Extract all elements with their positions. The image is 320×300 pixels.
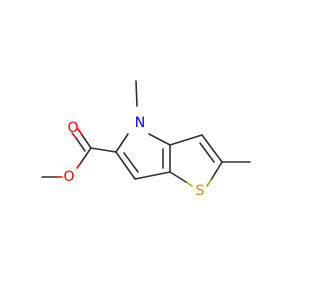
bond-s-c6a-tip <box>185 181 193 187</box>
bond-c3-c2 <box>201 134 223 163</box>
bond-n-c3a <box>148 133 171 146</box>
bond-c3-c2-double <box>199 142 215 163</box>
bond-c5-c6 <box>115 151 136 180</box>
atom-sulfur: S <box>196 183 205 199</box>
molecule-structure: N S O O <box>41 80 251 199</box>
bond-c-oester-tip <box>76 163 81 169</box>
bond-c2-s-tip <box>206 179 212 187</box>
bond-co-carbonyl-double <box>75 137 86 152</box>
bond-c5-carboxyl <box>90 147 117 153</box>
bond-n-methyl <box>135 80 138 107</box>
bond-c6-c6a <box>134 171 171 180</box>
atom-carbonyl-oxygen: O <box>67 120 78 136</box>
atom-ester-oxygen: O <box>63 169 74 185</box>
bond-c3a-c3 <box>169 134 203 146</box>
atom-nitrogen: N <box>135 115 145 131</box>
bond-s-c6a <box>169 171 187 183</box>
bond-co-carbonyl <box>81 134 92 149</box>
bond-n-c5 <box>115 133 129 153</box>
bond-c5-c6-double <box>123 152 139 173</box>
bond-c-oester <box>79 147 92 165</box>
bond-co-carbonyl-double-tip <box>71 132 77 139</box>
structure-canvas: N S O O <box>41 80 251 199</box>
bond-co-carbonyl-tip <box>77 128 83 136</box>
bond-c2-s <box>210 161 223 181</box>
